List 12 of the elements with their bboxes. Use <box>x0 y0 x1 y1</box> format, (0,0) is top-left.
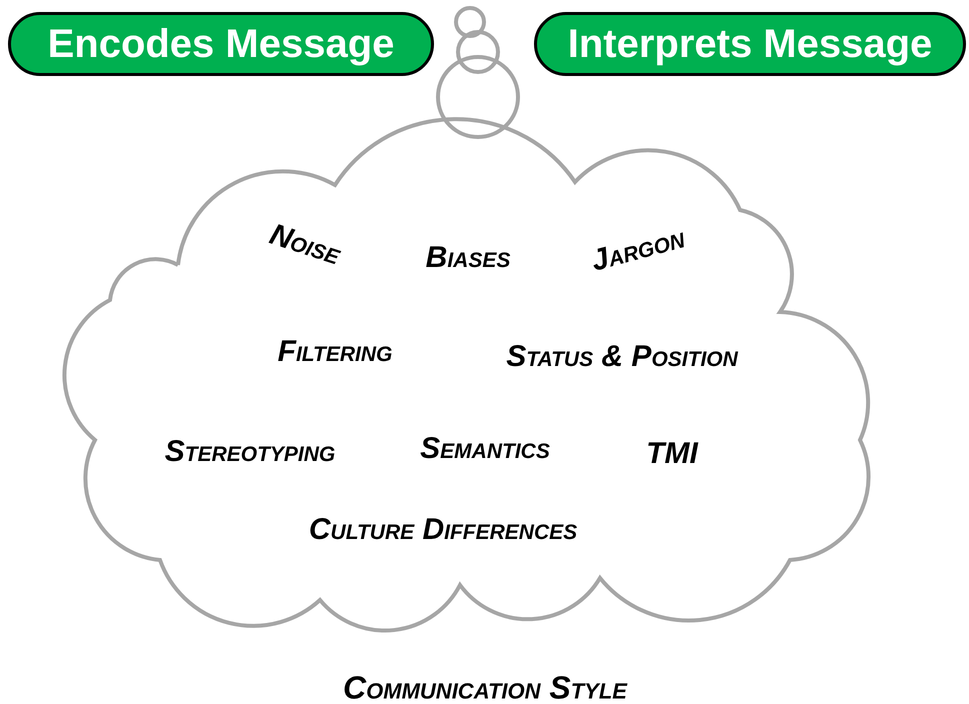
term-label: Stereotyping <box>164 435 336 469</box>
term-label: Culture Differences <box>308 513 578 547</box>
term-label: Status & Position <box>506 340 738 374</box>
term-label: Jargon <box>588 221 688 279</box>
term-label: Semantics <box>420 432 550 466</box>
term-label: Filtering <box>278 335 392 369</box>
term-label: Noise <box>266 218 344 272</box>
message-pill: Encodes Message <box>8 12 434 76</box>
term-label: TMI <box>646 437 698 471</box>
message-pill: Interprets Message <box>534 12 966 76</box>
term-label: Biases <box>426 241 510 275</box>
caption: Communication Style <box>343 670 627 704</box>
